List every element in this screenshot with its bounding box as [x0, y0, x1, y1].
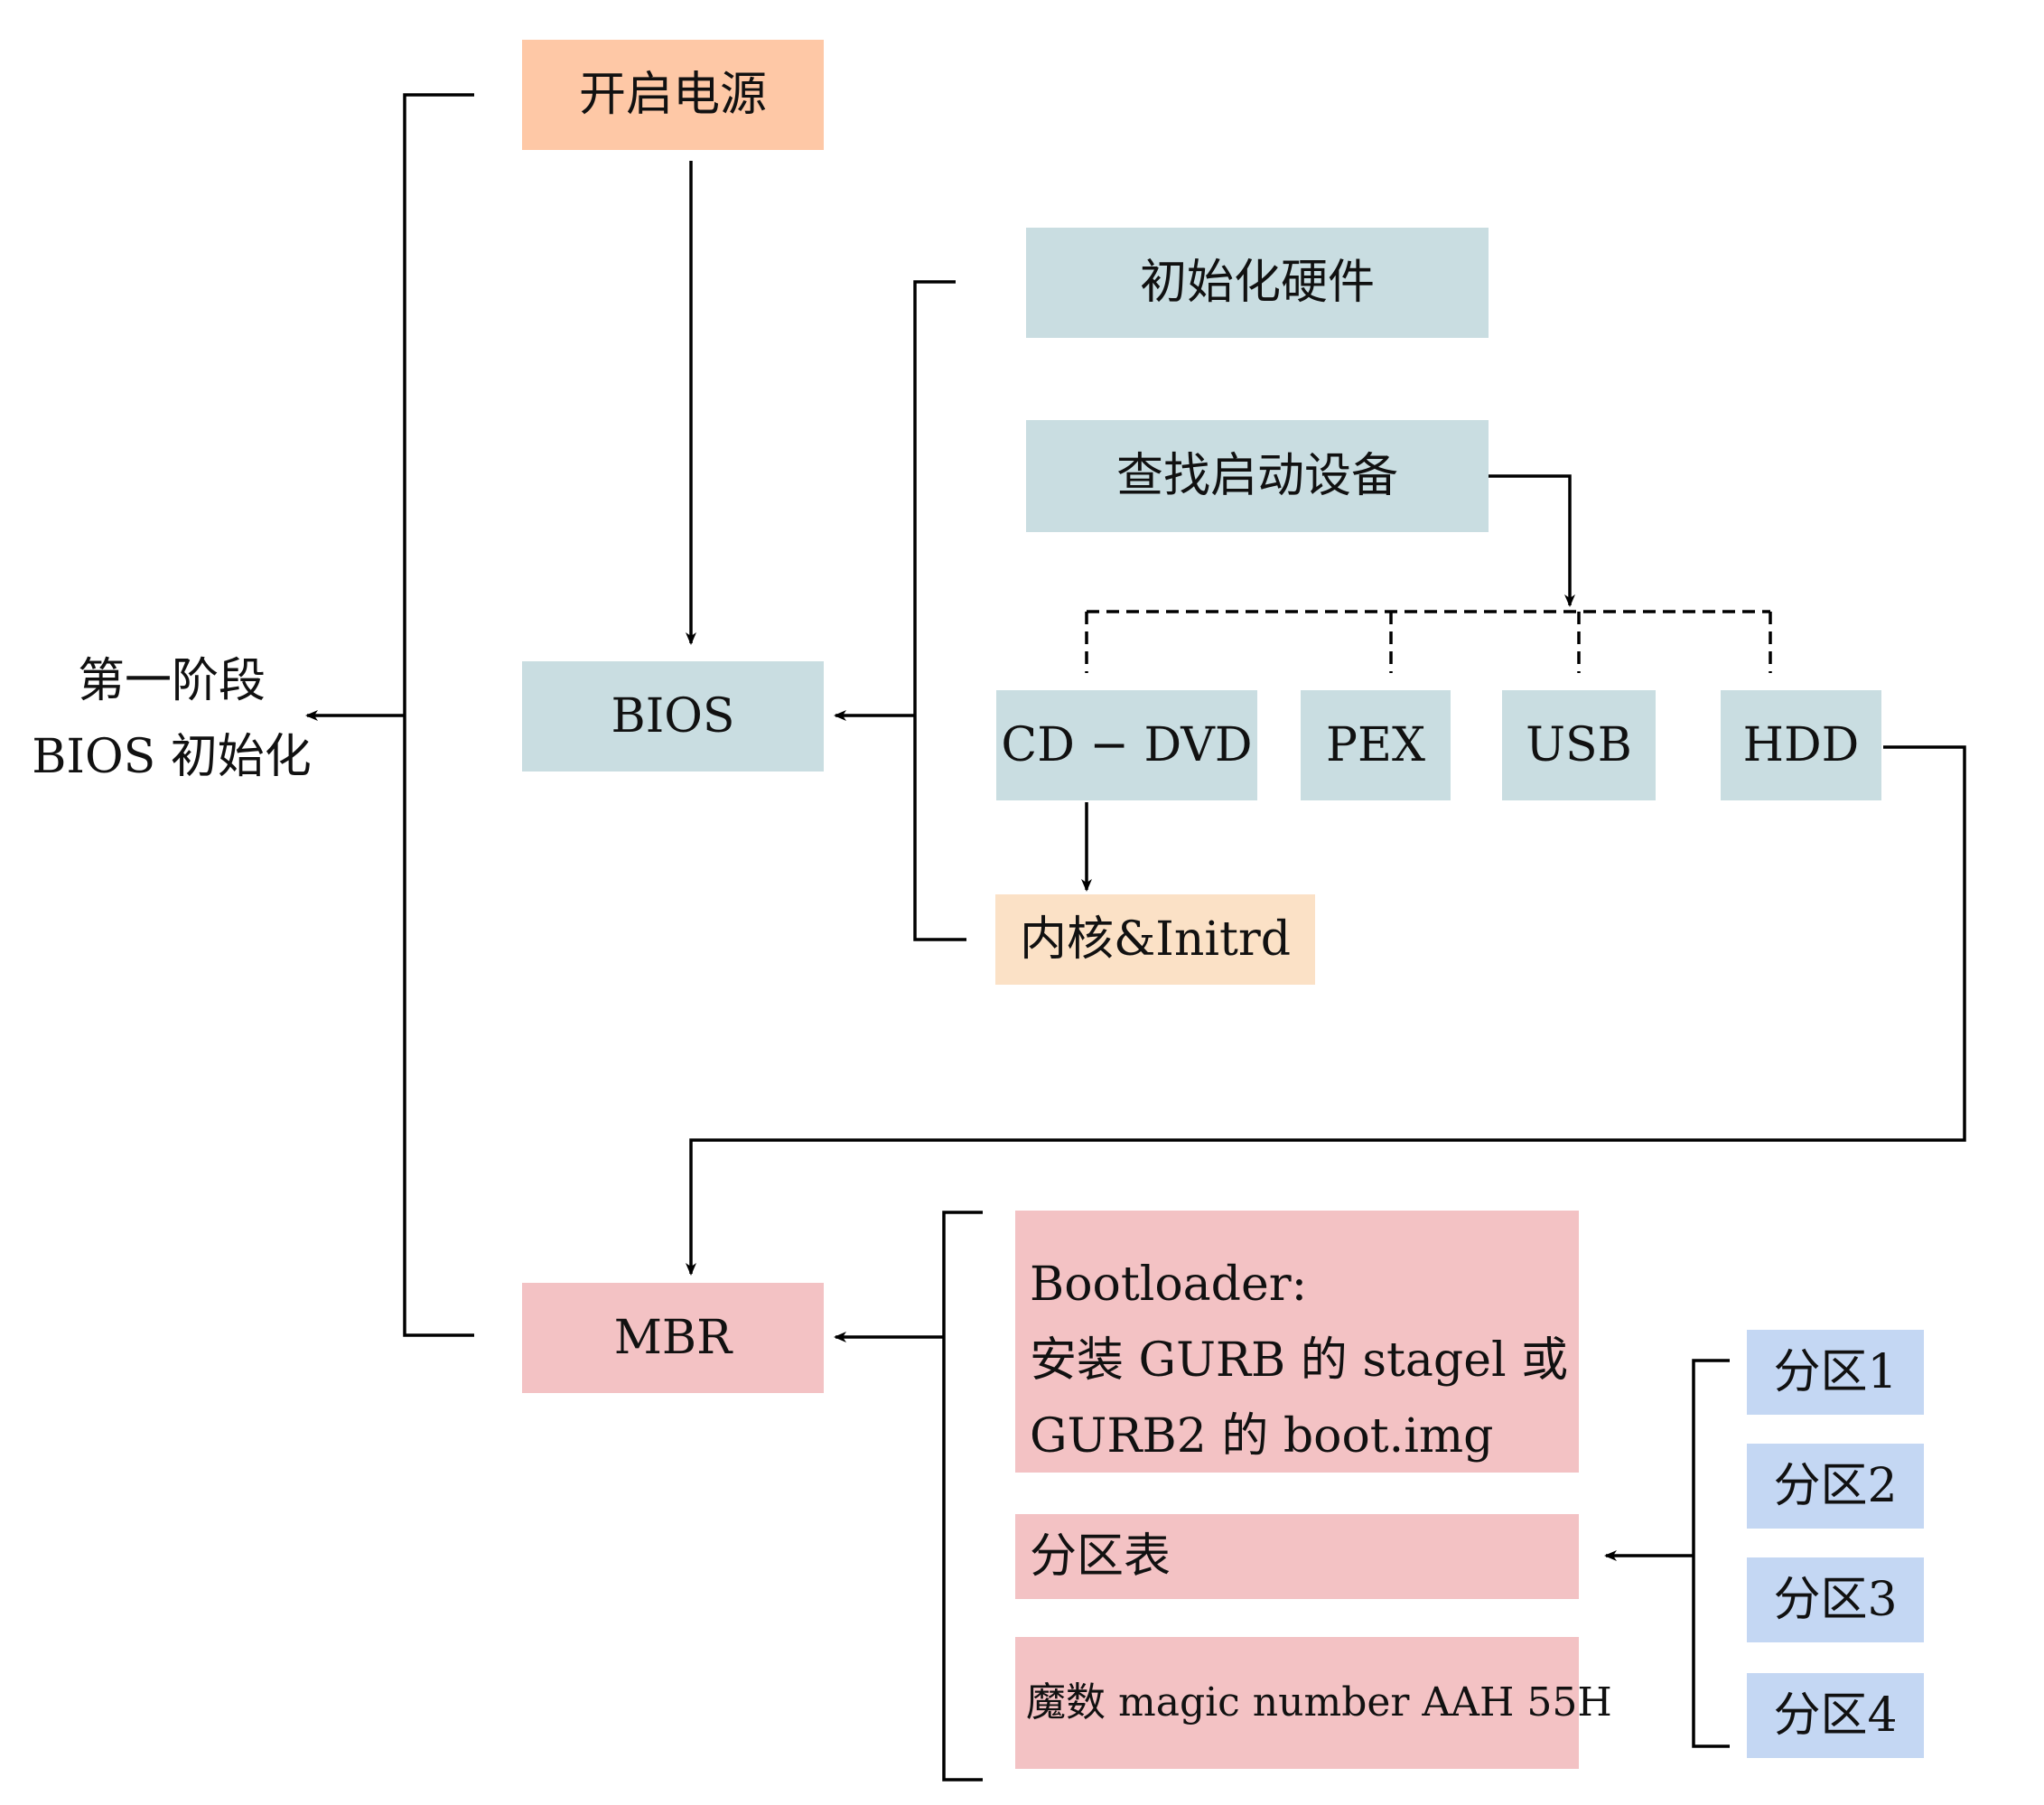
stage-label-line1: 第一阶段 [77, 654, 266, 708]
usb-label: USB [1526, 718, 1632, 772]
partition-table-label: 分区表 [1030, 1529, 1171, 1584]
bootloader-line3: GURB2 的 boot.img [1030, 1409, 1494, 1464]
find-device-arrow [1486, 474, 1575, 607]
mbr-label: MBR [613, 1311, 733, 1365]
hdd-to-mbr-arrow [686, 745, 1966, 1276]
bootloader-line1: Bootloader: [1030, 1258, 1308, 1312]
partition-3-label: 分区3 [1773, 1573, 1898, 1627]
partition-2-label: 分区2 [1773, 1459, 1898, 1513]
pex-label: PEX [1326, 718, 1425, 772]
bios-node: BIOS [522, 661, 824, 772]
cd-dvd-node: CD − DVD [996, 690, 1257, 800]
partition-4-node: 分区4 [1747, 1673, 1924, 1758]
bios-bracket [913, 280, 966, 941]
find-boot-device-node: 查找启动设备 [1026, 420, 1489, 532]
magic-number-node: 魔数 magic number AAH 55H [1015, 1637, 1612, 1769]
usb-node: USB [1502, 690, 1656, 800]
partition-table-node: 分区表 [1015, 1514, 1579, 1599]
power-on-node: 开启电源 [522, 40, 824, 150]
partition-3-node: 分区3 [1747, 1557, 1924, 1642]
mbr-bracket [942, 1211, 983, 1782]
stage-bracket [403, 93, 474, 1337]
partition-1-label: 分区1 [1773, 1345, 1898, 1399]
partition-4-label: 分区4 [1773, 1688, 1898, 1743]
device-tree [1085, 610, 1772, 673]
partition-2-node: 分区2 [1747, 1444, 1924, 1529]
init-hardware-label: 初始化硬件 [1139, 256, 1375, 310]
cd-dvd-label: CD − DVD [1001, 718, 1253, 772]
bios-label: BIOS [611, 689, 735, 744]
power-on-label: 开启电源 [578, 68, 767, 122]
kernel-initrd-node: 内核&Initrd [995, 894, 1315, 985]
bootloader-node: Bootloader: 安装 GURB 的 stagel 或 GURB2 的 b… [1015, 1211, 1579, 1473]
hdd-label: HDD [1742, 718, 1860, 772]
magic-number-label: 魔数 magic number AAH 55H [1026, 1679, 1612, 1726]
partition-bracket [1692, 1359, 1730, 1748]
stage-label: 第一阶段 BIOS 初始化 [18, 643, 325, 795]
hdd-node: HDD [1721, 690, 1881, 800]
stage-label-line2: BIOS 初始化 [32, 730, 312, 784]
bootloader-line2: 安装 GURB 的 stagel 或 [1030, 1333, 1569, 1388]
find-boot-device-label: 查找启动设备 [1115, 449, 1398, 503]
partition-1-node: 分区1 [1747, 1330, 1924, 1415]
pex-node: PEX [1301, 690, 1451, 800]
kernel-initrd-label: 内核&Initrd [1020, 912, 1291, 967]
mbr-node: MBR [522, 1283, 824, 1393]
init-hardware-node: 初始化硬件 [1026, 228, 1489, 338]
